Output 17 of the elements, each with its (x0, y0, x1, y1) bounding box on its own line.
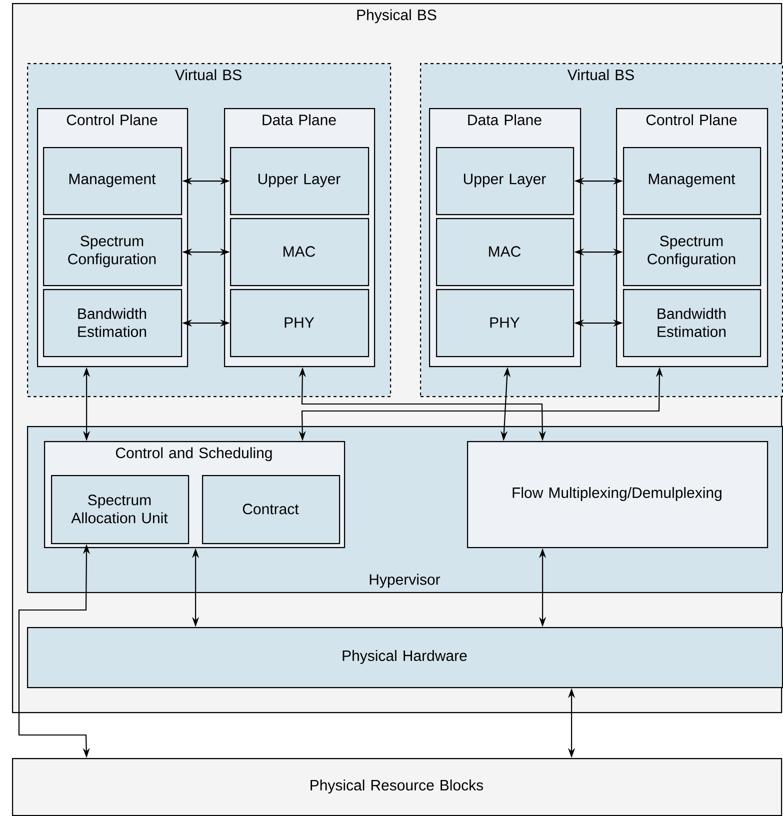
function-box: Management (43, 147, 182, 216)
hardware-bar: Physical Hardware (27, 627, 783, 688)
function-box: Management (623, 147, 762, 216)
layer-box: Upper Layer (230, 147, 370, 216)
layer-box: MAC (436, 218, 574, 286)
unit-box: Spectrum Allocation Unit (51, 475, 190, 544)
multiplexing-box: Flow Multiplexing/Demulplexing (467, 441, 768, 548)
function-box: Spectrum Configuration (623, 218, 762, 286)
function-box: Bandwidth Estimation (623, 289, 762, 358)
function-box: Spectrum Configuration (43, 218, 182, 286)
unit-box: Contract (202, 475, 340, 544)
function-box: Bandwidth Estimation (43, 289, 182, 358)
layer-box: PHY (230, 289, 370, 358)
layer-box: PHY (436, 289, 574, 358)
layer-box: Upper Layer (436, 147, 574, 216)
layer-box: MAC (230, 218, 370, 286)
resource-blocks-box: Physical Resource Blocks (12, 758, 782, 816)
